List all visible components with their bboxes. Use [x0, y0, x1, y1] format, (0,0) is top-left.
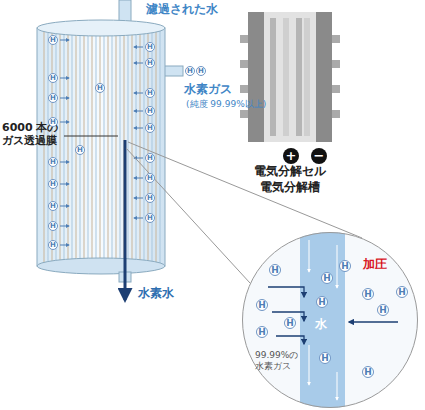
- fiber: [107, 30, 108, 264]
- diffusion-arrow: [60, 206, 69, 207]
- annotation-text: (純度 99.99%以上): [186, 99, 296, 110]
- fiber: [63, 30, 64, 264]
- diffusion-arrow: [134, 178, 143, 179]
- diffusion-arrow: [134, 128, 143, 129]
- hydrogen-symbol: H: [145, 88, 155, 98]
- hydrogen-symbol: H: [256, 299, 268, 311]
- hydrogen-symbol: H: [145, 193, 155, 203]
- fiber: [111, 30, 112, 264]
- fiber: [95, 30, 96, 264]
- hydrogen-symbol: H: [48, 35, 58, 45]
- fiber: [155, 30, 156, 264]
- electrolysis-cell-label: 電気分解セル電気分解槽: [238, 164, 342, 202]
- diffusion-arrow: [60, 184, 69, 185]
- annotation-text: 水素水: [138, 286, 198, 300]
- hydrogen-symbol: H: [185, 66, 195, 76]
- leader-line: [64, 136, 118, 137]
- annotation-text: 水素ガス: [184, 82, 254, 96]
- fiber: [91, 30, 92, 264]
- electrolysis-cell: [240, 12, 340, 142]
- hydrogen-symbol: H: [256, 326, 268, 338]
- hydrogen-symbol: H: [319, 352, 331, 364]
- hydrogen-symbol: H: [284, 317, 296, 329]
- flow-arrow: [124, 140, 127, 300]
- hydrogen-symbol: H: [196, 66, 206, 76]
- hydrogen-symbol: H: [145, 58, 155, 68]
- hydrogen-symbol: H: [145, 153, 155, 163]
- module-top: [37, 20, 165, 36]
- hydrogen-symbol: H: [145, 173, 155, 183]
- hydrogen-symbol: H: [145, 106, 155, 116]
- hydrogen-symbol: H: [362, 366, 374, 378]
- hydrogen-symbol: H: [48, 157, 58, 167]
- diffusion-arrow: [134, 111, 143, 112]
- hydrogen-symbol: H: [48, 221, 58, 231]
- hydrogen-symbol: H: [362, 288, 374, 300]
- hydrogen-symbol: H: [48, 93, 58, 103]
- hydrogen-symbol: H: [48, 117, 58, 127]
- module-bottom: [37, 258, 165, 274]
- hydrogen-symbol: H: [95, 83, 105, 93]
- node-text: 99.99%の 水素ガス: [255, 350, 301, 372]
- hydrogen-symbol: H: [145, 42, 155, 52]
- terminal-symbol: −: [311, 148, 327, 164]
- hydrogen-symbol: H: [48, 179, 58, 189]
- diffusion-arrow: [60, 78, 69, 79]
- diffusion-arrow: [134, 63, 143, 64]
- fiber: [119, 30, 120, 264]
- diffusion-arrow: [60, 98, 69, 99]
- fiber: [127, 30, 128, 264]
- node-text: 水: [315, 317, 331, 331]
- hydrogen-symbol: H: [145, 123, 155, 133]
- node-text: 電気分解セル: [238, 164, 342, 178]
- diffusion-arrow: [134, 218, 143, 219]
- hydrogen-symbol: H: [269, 264, 281, 276]
- diffusion-arrow: [60, 40, 69, 41]
- diffusion-arrow: [134, 93, 143, 94]
- hydrogen-symbol: H: [321, 272, 333, 284]
- fiber: [131, 30, 132, 264]
- hydrogen-symbol: H: [48, 201, 58, 211]
- terminal-symbol: +: [283, 148, 299, 164]
- zoom-line: [128, 142, 362, 238]
- hydrogen-symbol: H: [48, 73, 58, 83]
- zoom-line: [126, 148, 250, 283]
- diffusion-arrow: [60, 245, 69, 246]
- fiber: [115, 30, 116, 264]
- zoom-view: [242, 220, 418, 410]
- diffusion-arrow: [134, 198, 143, 199]
- gas-inlet-pipe: [163, 66, 183, 76]
- zoom-circle: 加圧水 99.99%の 水素ガス: [242, 232, 418, 408]
- hydrogen-symbol: H: [48, 240, 58, 250]
- fiber: [67, 30, 68, 264]
- diffusion-arrow: [60, 122, 69, 123]
- fiber: [71, 30, 72, 264]
- fiber: [59, 30, 60, 264]
- fiber: [135, 30, 136, 264]
- diffusion-arrow: [134, 47, 143, 48]
- hydrogen-symbol: H: [396, 286, 408, 298]
- hydrogen-symbol: H: [145, 213, 155, 223]
- hydrogen-symbol: H: [377, 304, 389, 316]
- node-text: 加圧: [363, 257, 399, 271]
- annotation-text: 濾過された水: [146, 2, 236, 16]
- diffusion-arrow: [60, 162, 69, 163]
- diffusion-arrow: [60, 226, 69, 227]
- node-text: 電気分解槽: [238, 180, 342, 194]
- fiber: [159, 30, 160, 264]
- fiber: [87, 30, 88, 264]
- hydrogen-symbol: H: [75, 145, 85, 155]
- hydrogen-symbol: H: [339, 260, 351, 272]
- fiber: [103, 30, 104, 264]
- fiber: [99, 30, 100, 264]
- hydrogen-symbol: H: [316, 296, 328, 308]
